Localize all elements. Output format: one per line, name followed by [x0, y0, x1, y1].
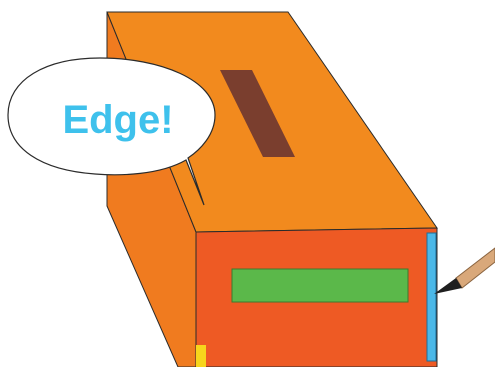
- front-label-strip: [232, 269, 408, 302]
- pencil-icon: [434, 248, 495, 294]
- highlighted-edge: [427, 233, 436, 361]
- callout-text: Edge!: [62, 98, 173, 142]
- yellow-corner-mark: [196, 345, 206, 367]
- pencil-body: [456, 248, 495, 288]
